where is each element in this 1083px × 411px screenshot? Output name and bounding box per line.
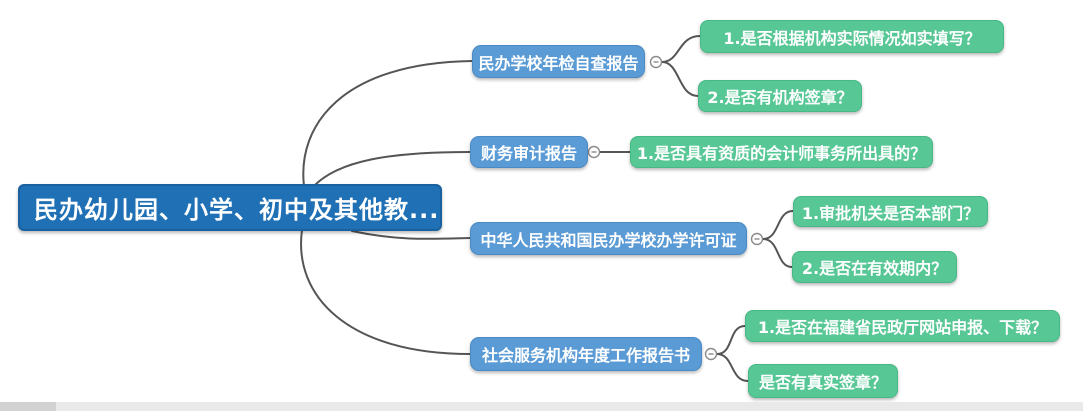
horizontal-scrollbar-track[interactable] xyxy=(0,402,1083,411)
branch-node-school-license[interactable]: 中华人民共和国民办学校办学许可证 xyxy=(470,222,747,255)
edge-branch4-child1 xyxy=(716,325,746,355)
edge-root-branch2 xyxy=(312,151,471,188)
edge-branch1-child2 xyxy=(661,61,699,97)
branch-node-financial-audit-report[interactable]: 财务审计报告 xyxy=(470,136,588,168)
edge-root-branch3 xyxy=(351,230,471,240)
leaf-node-validity-period[interactable]: 2.是否在有效期内？ xyxy=(792,251,957,283)
edge-root-branch4 xyxy=(300,229,471,355)
branch-node-annual-work-report[interactable]: 社会服务机构年度工作报告书 xyxy=(470,337,702,371)
collapse-handle-branch2[interactable] xyxy=(587,145,601,159)
collapse-handle-branch4[interactable] xyxy=(704,347,718,361)
branch-node-annual-self-inspection-report[interactable]: 民办学校年检自查报告 xyxy=(472,45,645,78)
leaf-node-genuine-seal[interactable]: 是否有真实签章？ xyxy=(748,364,898,398)
edge-root-branch1 xyxy=(302,60,473,187)
edge-branch1-child1 xyxy=(661,35,701,63)
leaf-node-approval-authority[interactable]: 1.审批机关是否本部门？ xyxy=(793,196,988,227)
leaf-node-qualified-accounting-firm[interactable]: 1.是否具有资质的会计师事务所出具的？ xyxy=(630,136,933,168)
collapse-handle-branch3[interactable] xyxy=(750,232,764,246)
leaf-node-filled-truthfully[interactable]: 1.是否根据机构实际情况如实填写？ xyxy=(700,20,1004,53)
leaf-node-civil-affairs-website[interactable]: 1.是否在福建省民政厅网站申报、下载？ xyxy=(745,310,1060,342)
edge-branch3-child2 xyxy=(762,238,793,268)
edge-curves xyxy=(300,35,794,382)
root-node[interactable]: 民办幼儿园、小学、初中及其他教... xyxy=(18,184,442,231)
leaf-node-institution-seal[interactable]: 2.是否有机构签章？ xyxy=(698,80,862,112)
edge-branch4-child2 xyxy=(716,353,749,382)
horizontal-scrollbar-thumb[interactable] xyxy=(0,402,56,411)
collapse-handle-branch1[interactable] xyxy=(649,55,663,69)
edge-branch3-child1 xyxy=(762,210,794,240)
